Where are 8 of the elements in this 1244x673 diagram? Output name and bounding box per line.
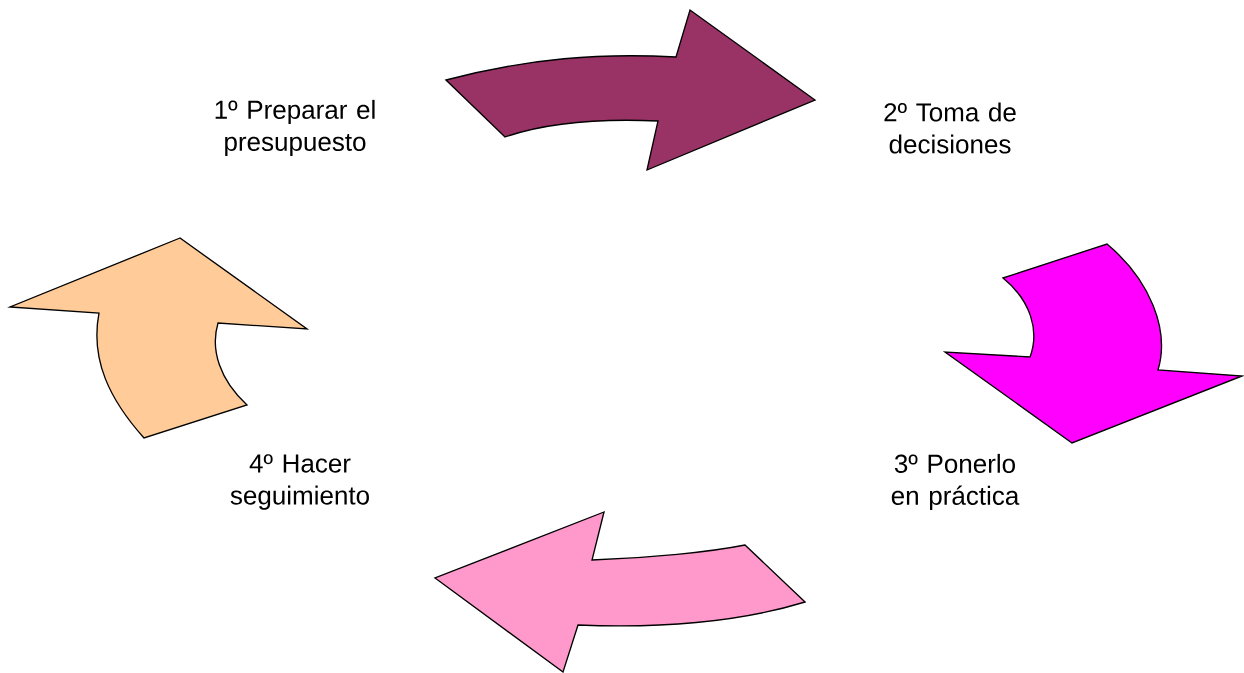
step-label: 2º Toma de decisiones (884, 102, 1016, 154)
curved-arrow (944, 243, 1243, 444)
step-label: 1º Preparar el presupuesto (215, 99, 375, 157)
curved-arrow (434, 511, 806, 673)
step-label: 4º Hacer seguimiento (230, 454, 369, 510)
curved-arrow (9, 237, 308, 439)
step-label: 3º Ponerlo en práctica (891, 453, 1020, 511)
curved-arrow (445, 9, 816, 171)
